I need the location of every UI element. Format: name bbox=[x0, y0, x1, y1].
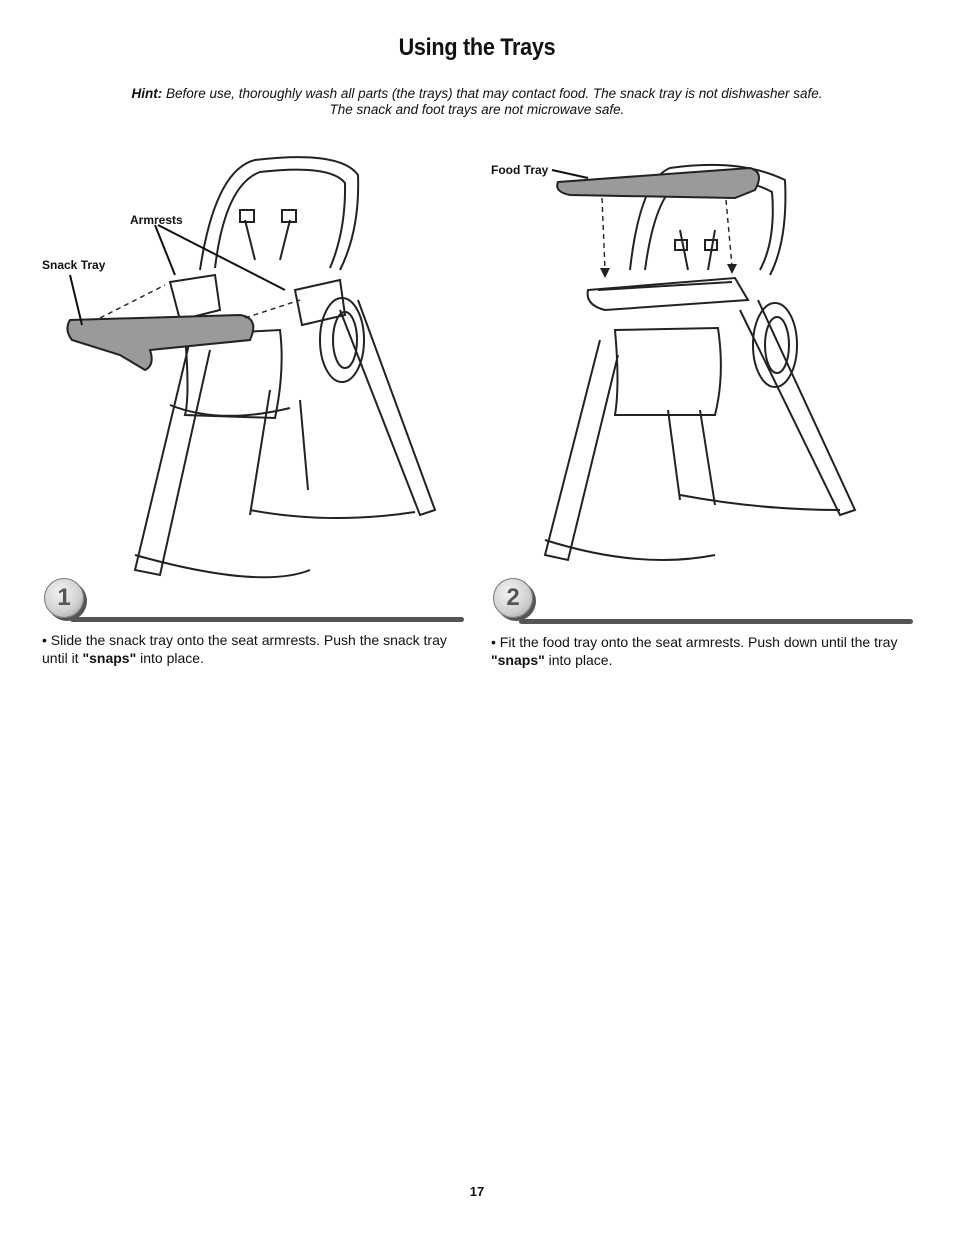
hint-label: Hint: bbox=[131, 86, 163, 101]
hint-line-2: The snack and foot trays are not microwa… bbox=[329, 102, 625, 117]
step-2-instruction: • Fit the food tray onto the seat armres… bbox=[491, 634, 898, 668]
step1-illustration bbox=[66, 156, 437, 579]
snack-tray-label: Snack Tray bbox=[42, 258, 106, 272]
food-tray-shape bbox=[556, 166, 760, 200]
step-1-divider bbox=[70, 617, 464, 622]
step-1-instruction: • Slide the snack tray onto the seat arm… bbox=[42, 632, 447, 666]
step-1-text-pre: Slide the snack tray onto the seat armre… bbox=[42, 632, 447, 666]
armrests-label: Armrests bbox=[130, 213, 183, 227]
snack-tray-shape bbox=[66, 313, 255, 372]
hint-text: Hint: Before use, thoroughly wash all pa… bbox=[60, 86, 894, 118]
step2-illustration bbox=[543, 163, 857, 562]
step-2-text-post: into place. bbox=[544, 652, 613, 668]
step-2-divider bbox=[519, 619, 913, 624]
step-1-text-post: into place. bbox=[136, 650, 204, 666]
step-2-text-pre: Fit the food tray onto the seat armrests… bbox=[499, 634, 898, 650]
page-title: Using the Trays bbox=[398, 34, 556, 61]
page-number: 17 bbox=[469, 1184, 485, 1199]
hint-line-1: Before use, thoroughly wash all parts (t… bbox=[165, 86, 823, 101]
step-1-text-bold: "snaps" bbox=[82, 650, 137, 666]
food-tray-label: Food Tray bbox=[491, 163, 549, 177]
step-2-badge: 2 bbox=[493, 578, 533, 618]
step-2-text-bold: "snaps" bbox=[491, 652, 545, 668]
step-1-badge: 1 bbox=[44, 578, 84, 618]
